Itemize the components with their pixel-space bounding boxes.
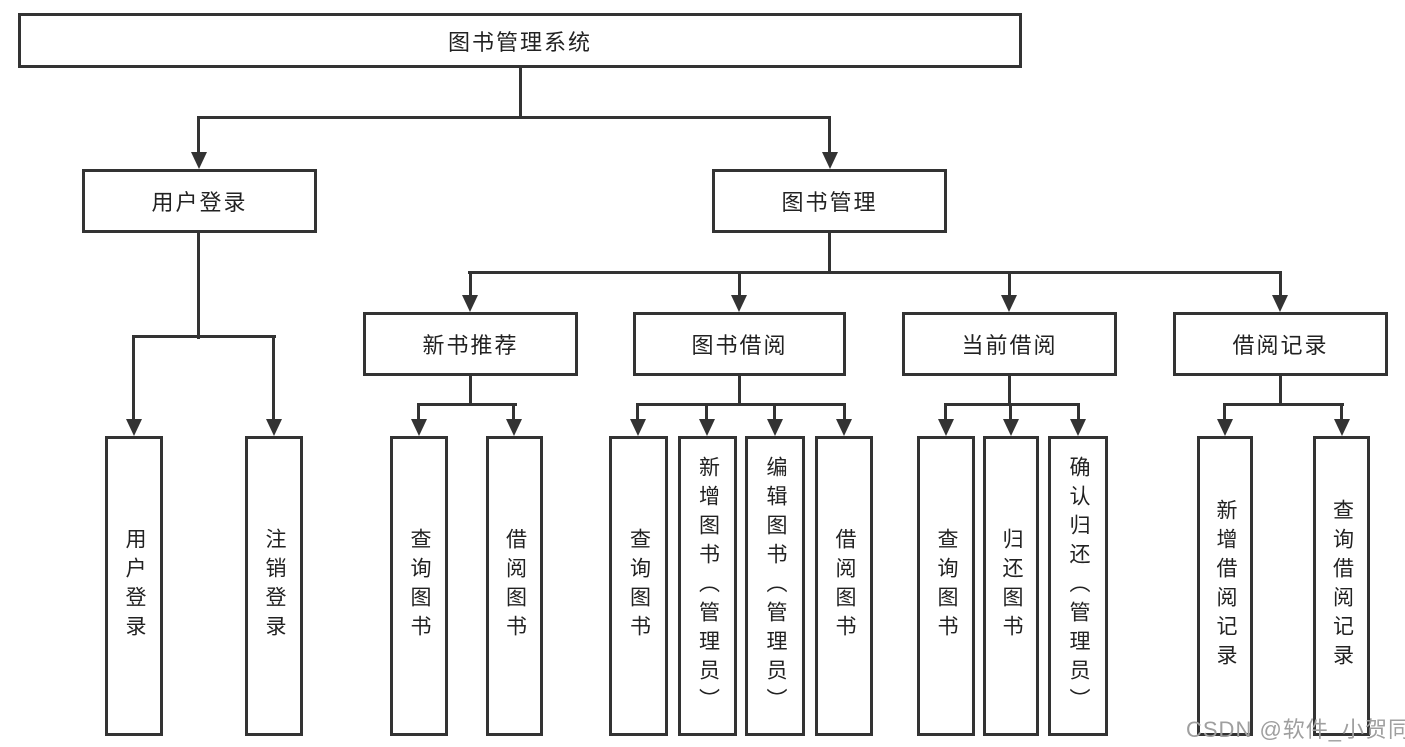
connector-line [1223,403,1344,406]
watermark: CSDN @软件_小贺同学 [1186,717,1405,742]
connector-line [1279,375,1282,406]
arrowhead-down-icon [731,295,747,312]
connector-line [417,403,517,406]
connector-line [1340,404,1343,422]
connector-line [468,271,1282,274]
leaf-return-books: 归还图书 [983,436,1039,736]
connector-line [944,403,1080,406]
connector-line [773,404,776,422]
leaf-confirm-return-admin-label: 确认归还（管理员） [1067,455,1090,717]
leaf-query-borrow-record-label: 查询借阅记录 [1330,499,1354,673]
node-current-borrowing-label: 当前借阅 [961,333,1058,358]
node-borrowing-records: 借阅记录 [1173,312,1388,376]
leaf-logout-label: 注销登录 [263,528,286,644]
connector-line [1279,272,1282,298]
node-new-book-recommend-label: 新书推荐 [422,333,519,358]
leaf-borrow-books-recommend: 借阅图书 [486,436,543,736]
leaf-add-book-admin: 新增图书（管理员） [678,436,737,736]
arrowhead-down-icon [1070,419,1086,436]
connector-line [132,336,135,422]
arrowhead-down-icon [462,295,478,312]
connector-line [1223,404,1226,422]
connector-line [197,117,200,155]
node-book-management-label: 图书管理 [781,190,878,215]
leaf-query-books-current-label: 查询图书 [935,528,958,644]
node-root: 图书管理系统 [18,13,1022,68]
node-current-borrowing: 当前借阅 [902,312,1117,376]
arrowhead-down-icon [1272,295,1288,312]
node-new-book-recommend: 新书推荐 [363,312,578,376]
connector-line [636,404,639,422]
connector-line [1008,375,1011,406]
connector-line [197,116,831,119]
leaf-query-books-recommend: 查询图书 [390,436,448,736]
arrowhead-down-icon [699,419,715,436]
arrowhead-down-icon [836,419,852,436]
connector-line [738,375,741,406]
leaf-edit-book-admin: 编辑图书（管理员） [745,436,805,736]
connector-line [512,404,515,422]
arrowhead-down-icon [1003,419,1019,436]
arrowhead-down-icon [191,152,207,169]
leaf-borrow-books-label: 借阅图书 [833,528,856,644]
connector-line [705,404,708,422]
node-user-login: 用户登录 [82,169,317,233]
connector-line [944,404,947,422]
arrowhead-down-icon [266,419,282,436]
connector-line [519,66,522,119]
leaf-return-books-label: 归还图书 [1000,528,1023,644]
leaf-query-books-borrowing-label: 查询图书 [627,528,651,644]
arrowhead-down-icon [938,419,954,436]
leaf-query-books-recommend-label: 查询图书 [408,528,431,644]
connector-line [738,272,741,298]
connector-line [469,375,472,406]
leaf-add-borrow-record-label: 新增借阅记录 [1214,499,1237,673]
node-book-borrowing: 图书借阅 [633,312,846,376]
arrowhead-down-icon [1334,419,1350,436]
arrowhead-down-icon [630,419,646,436]
arrowhead-down-icon [126,419,142,436]
connector-line [197,232,200,339]
connector-line [636,403,846,406]
arrowhead-down-icon [767,419,783,436]
leaf-query-borrow-record: 查询借阅记录 [1313,436,1370,736]
connector-line [272,336,275,422]
connector-line [828,117,831,155]
leaf-query-books-borrowing: 查询图书 [609,436,668,736]
arrowhead-down-icon [411,419,427,436]
leaf-query-books-current: 查询图书 [917,436,975,736]
leaf-borrow-books-recommend-label: 借阅图书 [503,528,527,644]
leaf-user-login-label: 用户登录 [123,528,146,644]
leaf-add-book-admin-label: 新增图书（管理员） [696,455,720,717]
node-book-borrowing-label: 图书借阅 [691,333,788,358]
arrowhead-down-icon [506,419,522,436]
leaf-edit-book-admin-label: 编辑图书（管理员） [764,455,787,717]
node-borrowing-records-label: 借阅记录 [1232,333,1329,358]
connector-line [1077,404,1080,422]
node-root-label: 图书管理系统 [447,29,592,55]
leaf-logout: 注销登录 [245,436,303,736]
connector-line [469,272,472,298]
leaf-add-borrow-record: 新增借阅记录 [1197,436,1253,736]
connector-line [132,335,276,338]
arrowhead-down-icon [822,152,838,169]
arrowhead-down-icon [1217,419,1233,436]
arrowhead-down-icon [1001,295,1017,312]
connector-line [1009,404,1012,422]
connector-line [417,404,420,422]
node-user-login-label: 用户登录 [151,190,248,215]
connector-line [843,404,846,422]
node-book-management: 图书管理 [712,169,947,233]
connector-line [828,232,831,274]
leaf-confirm-return-admin: 确认归还（管理员） [1048,436,1108,736]
connector-line [1008,272,1011,298]
leaf-borrow-books: 借阅图书 [815,436,873,736]
leaf-user-login: 用户登录 [105,436,163,736]
